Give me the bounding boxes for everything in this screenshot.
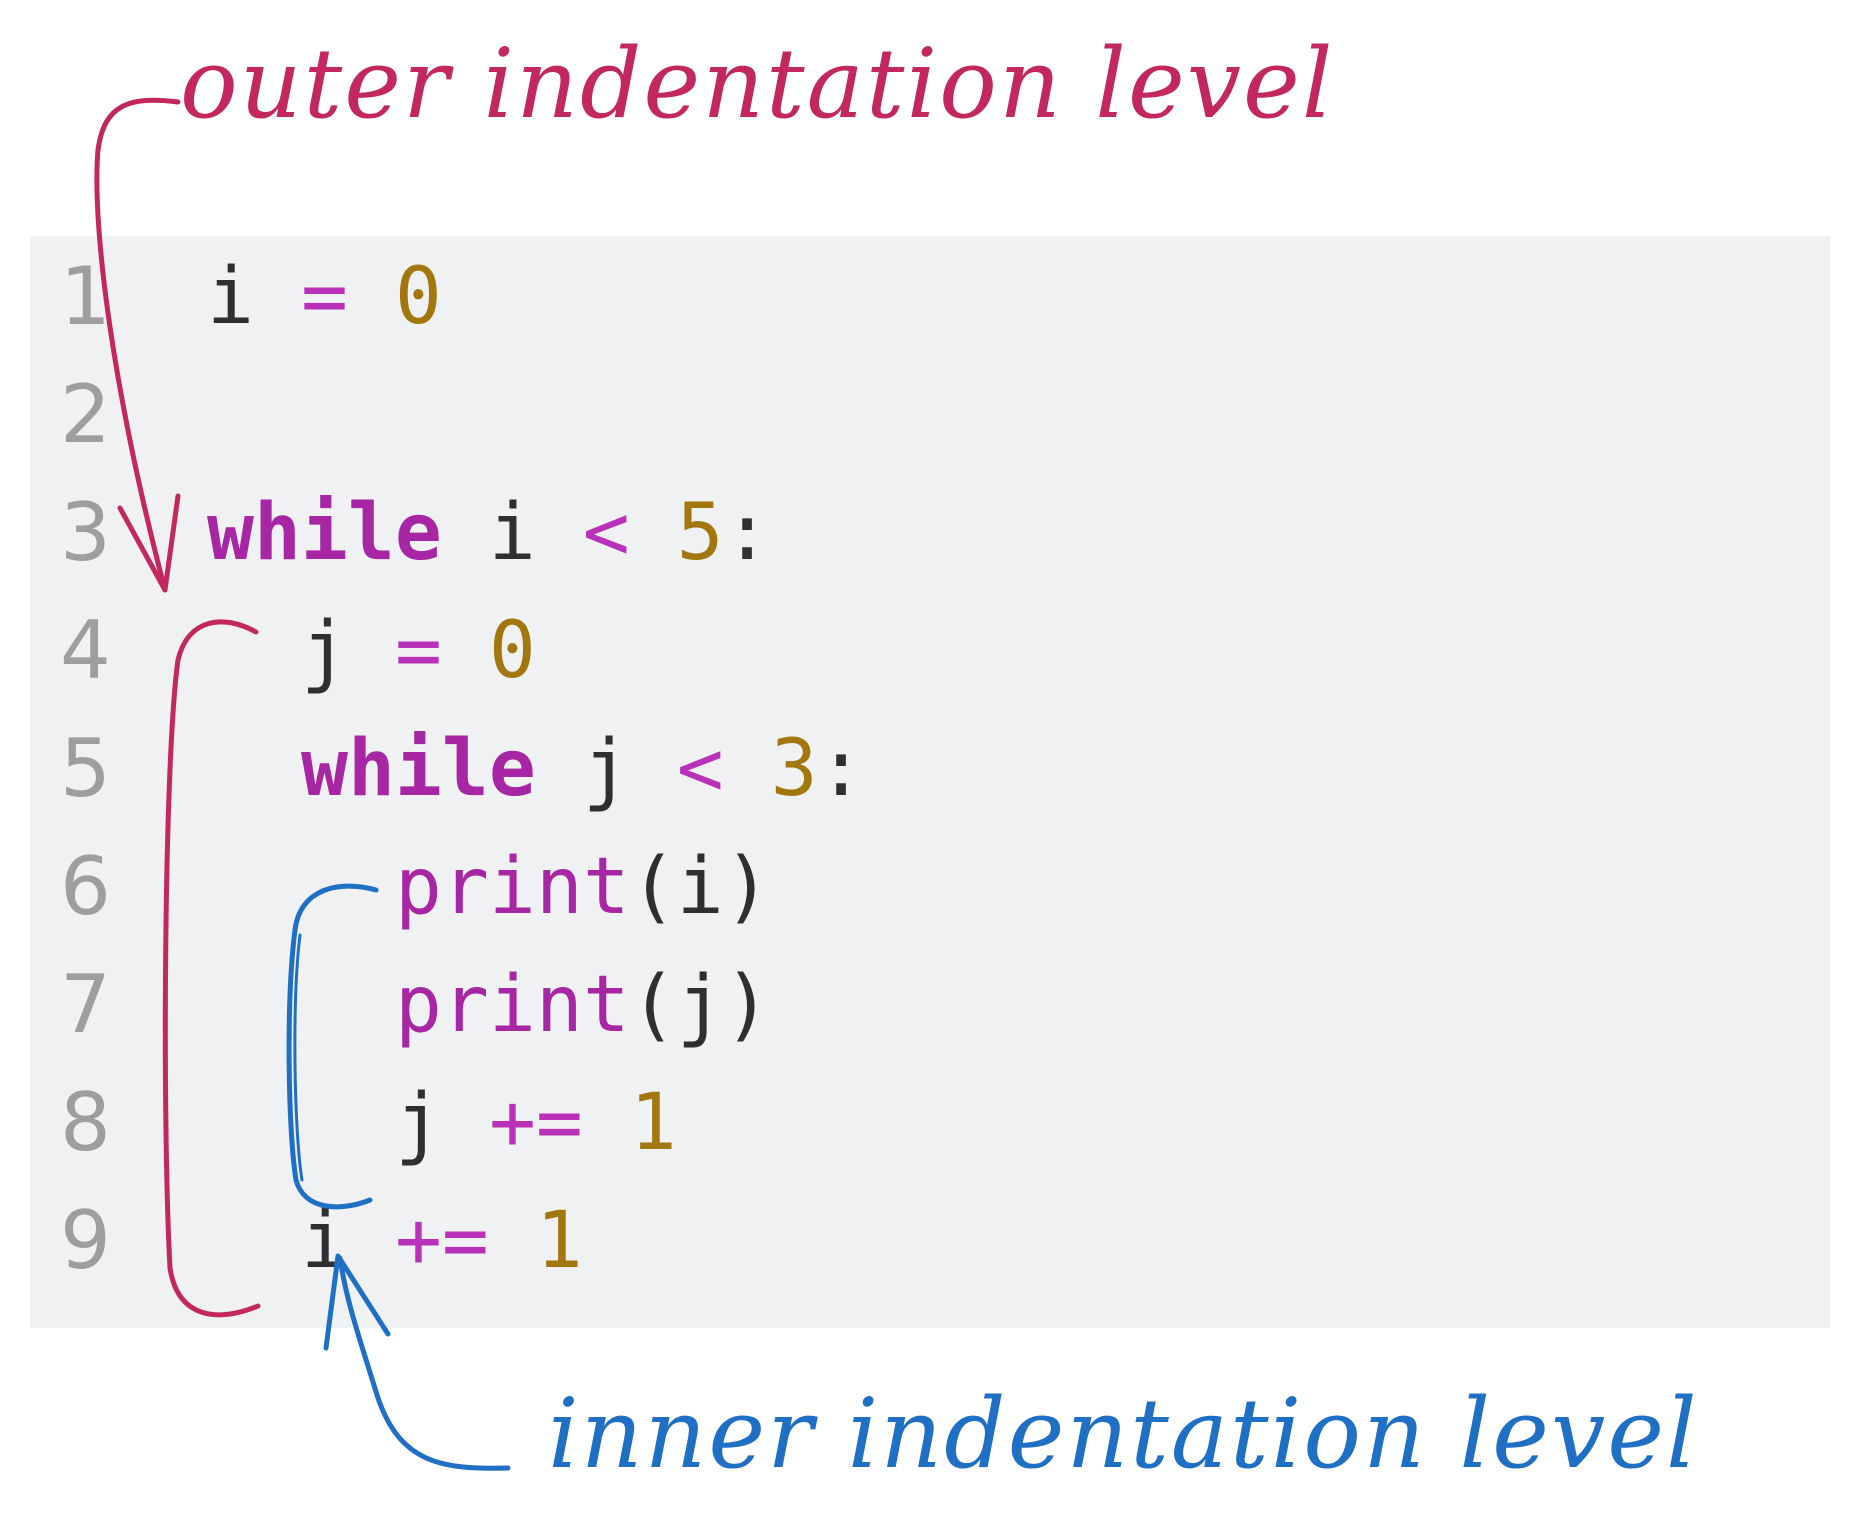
line-number: 6 (60, 840, 111, 933)
code-line: 4 j = 0 (30, 592, 1830, 710)
code-token: i (676, 842, 724, 932)
code-token: = (394, 606, 442, 696)
code-token: j (301, 606, 348, 696)
code-token: 0 (394, 252, 442, 342)
code-token: : (723, 488, 771, 578)
code-token: while (301, 724, 536, 814)
code-token: < (582, 488, 630, 578)
code-token: = (300, 252, 348, 342)
code-text: print(i) (395, 828, 771, 946)
code-token (536, 724, 583, 814)
code-token: += (488, 1078, 583, 1168)
code-token: i (488, 488, 536, 578)
code-token: 1 (535, 1196, 583, 1286)
code-text: while j < 3: (301, 710, 865, 828)
code-line: 8 j += 1 (30, 1064, 1830, 1182)
code-token (724, 724, 771, 814)
line-number: 5 (60, 722, 111, 815)
code-token (442, 488, 489, 578)
line-number: 1 (60, 250, 111, 343)
code-line: 6 print(i) (30, 828, 1830, 946)
code-token: print (395, 842, 630, 932)
line-number: 3 (60, 486, 111, 579)
code-token: 0 (488, 606, 536, 696)
code-token (583, 1078, 630, 1168)
code-token: ) (723, 960, 771, 1050)
code-token (536, 488, 583, 578)
code-line: 5 while j < 3: (30, 710, 1830, 828)
code-text: j += 1 (395, 1064, 677, 1182)
code-token: j (582, 724, 630, 814)
code-token (630, 488, 677, 578)
code-token: j (676, 960, 724, 1050)
outer-indentation-label: outer indentation level (180, 28, 1335, 140)
code-token (348, 252, 395, 342)
code-token: print (395, 960, 630, 1050)
code-line: 7 print(j) (30, 946, 1830, 1064)
code-line: 9 i += 1 (30, 1182, 1830, 1300)
code-line: 2 (30, 356, 1830, 474)
code-token: ( (629, 842, 677, 932)
code-token: j (395, 1078, 442, 1168)
code-text: i = 0 (207, 238, 442, 356)
code-token (442, 606, 489, 696)
code-token (348, 1196, 395, 1286)
code-token: 1 (629, 1078, 677, 1168)
code-token (348, 606, 395, 696)
code-text: print(j) (395, 946, 771, 1064)
code-text: while i < 5: (207, 474, 771, 592)
code-token: i (301, 1196, 348, 1286)
code-token: ) (723, 842, 771, 932)
code-token: : (817, 724, 865, 814)
line-number: 9 (60, 1194, 111, 1287)
code-line: 1 i = 0 (30, 238, 1830, 356)
line-number: 8 (60, 1076, 111, 1169)
code-token (489, 1196, 536, 1286)
code-token (254, 252, 301, 342)
line-number: 4 (60, 604, 111, 697)
code-token: 3 (770, 724, 818, 814)
code-token: < (676, 724, 724, 814)
code-text: i += 1 (301, 1182, 583, 1300)
code-text: j = 0 (301, 592, 536, 710)
code-token: while (207, 488, 442, 578)
line-number: 7 (60, 958, 111, 1051)
code-line: 3 while i < 5: (30, 474, 1830, 592)
code-token: += (394, 1196, 489, 1286)
code-token (630, 724, 677, 814)
code-token (442, 1078, 489, 1168)
code-token: i (207, 252, 254, 342)
inner-indentation-label: inner indentation level (548, 1378, 1699, 1490)
line-number: 2 (60, 368, 111, 461)
code-token: ( (629, 960, 677, 1050)
code-token: 5 (676, 488, 724, 578)
